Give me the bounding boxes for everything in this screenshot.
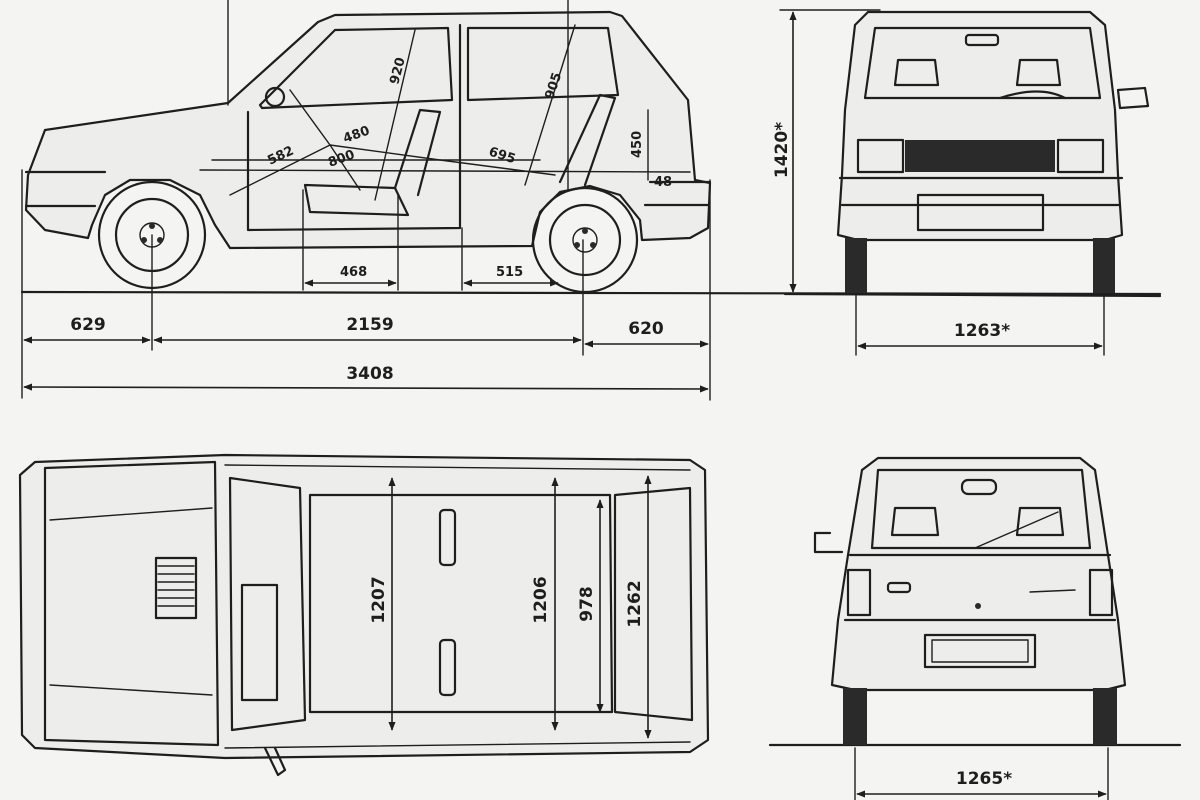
top-view: 1207 1206 978 1262 xyxy=(18,453,710,777)
side-mirror-top xyxy=(263,746,287,777)
front-grille xyxy=(905,140,1055,172)
dim-line-overall-length xyxy=(23,383,709,393)
rear-seat-back xyxy=(558,93,617,187)
dim-overall-length: 3408 xyxy=(346,364,393,384)
door-outline xyxy=(246,23,462,232)
seat-slot-2 xyxy=(438,638,457,697)
front-bumper-face xyxy=(838,176,1124,207)
front-window xyxy=(258,26,454,110)
car-body-side xyxy=(24,10,712,250)
dim-headroom-front: 920 xyxy=(387,56,409,86)
tail-lamp-left xyxy=(846,568,872,617)
side-mirror-rear xyxy=(813,531,844,554)
dim-width-mid: 1206 xyxy=(531,576,551,623)
dim-rear-overhang: 620 xyxy=(628,319,664,339)
steering-wheel xyxy=(998,90,1067,100)
hood-vent xyxy=(154,556,198,620)
tailgate-handle xyxy=(886,581,912,594)
headrests-front xyxy=(893,58,1062,87)
dim-seat-b: 515 xyxy=(496,265,523,280)
dim-front-overhang: 629 xyxy=(70,315,106,335)
body-sides-top xyxy=(224,464,691,749)
dim-tail-height: 48 xyxy=(654,175,672,190)
front-ground-line xyxy=(783,292,1162,298)
rear-window xyxy=(466,26,620,102)
rear-plate-recess xyxy=(923,633,1037,669)
headroom-front-line xyxy=(374,29,416,201)
front-bumper xyxy=(24,170,107,208)
windshield-front xyxy=(863,26,1102,100)
diag-front-upper xyxy=(289,89,331,146)
rear-wheel xyxy=(531,186,639,294)
front-seat-cushion xyxy=(303,183,410,217)
tail-lamp-right xyxy=(1088,568,1114,617)
ground-line xyxy=(20,290,1162,296)
front-view: 1420* 1263* xyxy=(772,9,1162,356)
headlight-left xyxy=(856,138,905,174)
front-tire-left xyxy=(845,238,867,293)
dim-track-rear: 1265* xyxy=(956,769,1012,789)
side-mirror xyxy=(264,86,286,108)
dim-track-front: 1263* xyxy=(954,321,1010,341)
dim-trunk-height: 450 xyxy=(630,131,645,158)
headroom-rear-line xyxy=(524,24,576,186)
rear-plate xyxy=(931,639,1029,663)
dim-wheelbase: 2159 xyxy=(346,315,393,335)
tailgate-lock xyxy=(975,603,981,609)
dash-panel xyxy=(240,583,279,702)
rear-glass-top xyxy=(613,486,694,722)
rearview-mirror xyxy=(964,33,1000,47)
dim-width-rear: 1262 xyxy=(625,580,645,627)
dim-width-rear-inner: 978 xyxy=(577,586,597,622)
rear-tire-left xyxy=(843,688,867,745)
rear-window-glass xyxy=(870,468,1092,550)
seat-slot-1 xyxy=(438,508,457,567)
rear-bumper xyxy=(643,180,712,207)
car-body-top xyxy=(18,453,710,760)
rear-view: 1265* xyxy=(768,456,1182,800)
dim-width-front: 1207 xyxy=(369,576,389,623)
headrests-rear xyxy=(890,506,1065,537)
diag-rear-line xyxy=(329,144,556,176)
front-tire-right xyxy=(1093,238,1115,293)
hood-creases xyxy=(49,507,213,696)
body-beltline xyxy=(199,159,691,173)
roof-top xyxy=(308,493,614,714)
windshield-top xyxy=(228,476,307,732)
hood-top xyxy=(43,460,220,747)
side-mirror-front xyxy=(1116,86,1150,110)
rear-wiper xyxy=(974,511,1059,549)
dim-seat-a: 468 xyxy=(340,265,367,280)
tailgate-lines xyxy=(843,553,1117,622)
brake-light xyxy=(960,478,998,496)
rear-tire-right xyxy=(1093,688,1117,745)
dim-height: 1420* xyxy=(772,122,792,178)
front-plate xyxy=(916,193,1045,232)
headlight-right xyxy=(1056,138,1105,174)
front-seat-back xyxy=(393,108,442,197)
model-badge xyxy=(1029,589,1076,593)
side-view: 582 480 800 920 905 695 450 48 468 515 6… xyxy=(20,0,1162,401)
